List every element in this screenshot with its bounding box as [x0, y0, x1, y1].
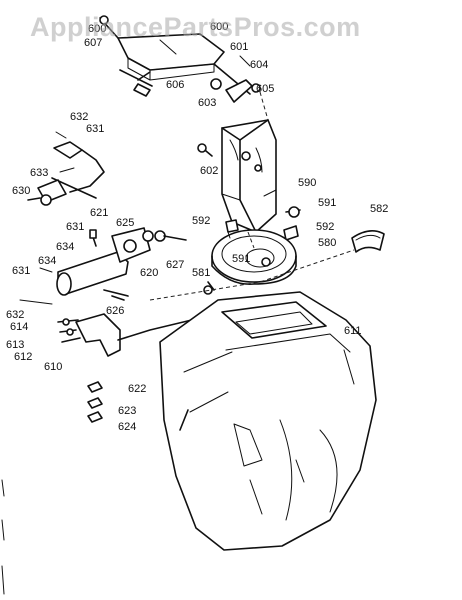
- part-label-581: 581: [192, 267, 210, 279]
- part-label-620: 620: [140, 267, 158, 279]
- part-label-600-right: 600: [210, 21, 228, 33]
- auger-housing: [159, 291, 377, 551]
- part-label-627: 627: [166, 259, 184, 271]
- part-label-632: 632: [70, 111, 88, 123]
- chute-deflector-assembly[interactable]: [99, 15, 261, 103]
- small-hardware-set[interactable]: [87, 381, 103, 423]
- part-label-632-lower: 632: [6, 309, 24, 321]
- part-label-606: 606: [166, 79, 184, 91]
- part-label-602: 602: [200, 165, 218, 177]
- part-label-592: 592: [192, 215, 210, 227]
- chute-deflector-piece[interactable]: [351, 230, 385, 253]
- part-label-580: 580: [318, 237, 336, 249]
- part-label-626: 626: [106, 305, 124, 317]
- part-label-607: 607: [84, 37, 102, 49]
- part-label-624: 624: [118, 421, 136, 433]
- chute-pivot-bracket-assembly[interactable]: [19, 227, 187, 305]
- part-label-603: 603: [198, 97, 216, 109]
- discharge-chute[interactable]: [221, 119, 277, 233]
- part-label-634: 634: [56, 241, 74, 253]
- part-label-604: 604: [250, 59, 268, 71]
- part-label-633: 633: [30, 167, 48, 179]
- part-label-592-right: 592: [316, 221, 334, 233]
- part-label-614: 614: [10, 321, 28, 333]
- chute-bolts[interactable]: [197, 143, 301, 241]
- part-label-612: 612: [14, 351, 32, 363]
- part-label-601: 601: [230, 41, 248, 53]
- part-label-634-lower: 634: [38, 255, 56, 267]
- part-label-600: 600: [88, 23, 106, 35]
- part-label-622: 622: [128, 383, 146, 395]
- part-label-613: 613: [6, 339, 24, 351]
- part-label-621: 621: [90, 207, 108, 219]
- alignment-line-upper: [259, 91, 269, 121]
- part-label-611: 611: [344, 325, 362, 337]
- part-label-623: 623: [118, 405, 136, 417]
- part-label-591: 591: [318, 197, 336, 209]
- chute-base-ring[interactable]: [203, 229, 297, 295]
- alignment-line: [149, 249, 355, 301]
- part-label-582: 582: [370, 203, 388, 215]
- part-label-590: 590: [298, 177, 316, 189]
- part-label-630: 630: [12, 185, 30, 197]
- part-label-631-left: 631: [12, 265, 30, 277]
- part-label-605: 605: [256, 83, 274, 95]
- part-label-591-lower: 591: [232, 253, 250, 265]
- part-label-610: 610: [44, 361, 62, 373]
- alignment-line-chute: [247, 231, 255, 249]
- scan-edge-marks: [1, 479, 5, 595]
- part-label-631-mid: 631: [66, 221, 84, 233]
- part-label-631: 631: [86, 123, 104, 135]
- part-label-625: 625: [116, 217, 134, 229]
- chute-crank-rod-assembly[interactable]: [27, 131, 105, 206]
